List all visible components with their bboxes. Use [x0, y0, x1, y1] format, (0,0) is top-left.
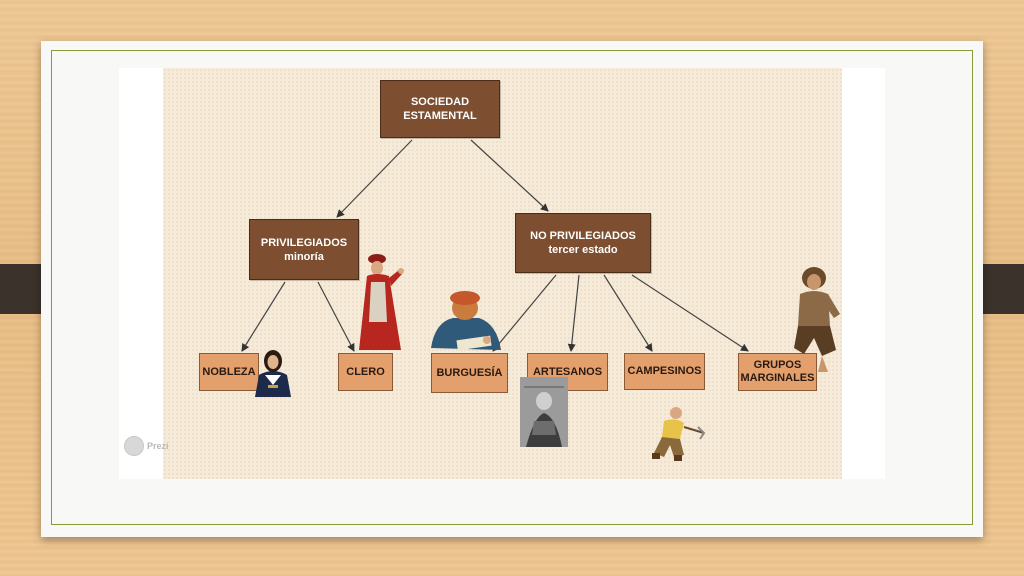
burgher-figure-illustration: [431, 291, 501, 351]
arrow-non-privileged-to-artesanos: [567, 274, 580, 352]
privileged-label-line1: PRIVILEGIADOS: [260, 236, 348, 249]
artesanos-label: ARTESANOS: [532, 365, 603, 378]
arrow-non-privileged-to-campesinos: [603, 274, 653, 352]
cardinal-figure-illustration: [359, 254, 404, 350]
root-label-line2: ESTAMENTAL: [403, 110, 477, 122]
marginal-boy-figure-illustration: [794, 267, 840, 372]
arrow-non-privileged-to-grupos: [631, 274, 749, 352]
noble-figure-illustration: [255, 350, 291, 397]
root-node-sociedad-estamental: SOCIEDAD ESTAMENTAL: [380, 80, 500, 138]
non-privileged-label-line2: tercer estado: [548, 244, 618, 256]
privileged-label-line2: minoría: [284, 250, 324, 263]
grupos-label-line1: GRUPOS: [753, 359, 802, 371]
arrow-root-to-non-privileged: [470, 139, 549, 212]
leaf-campesinos: CAMPESINOS: [624, 353, 705, 390]
grupos-label-line2: MARGINALES: [740, 372, 815, 384]
artisan-engraving-illustration: [520, 377, 568, 447]
nobleza-label: NOBLEZA: [202, 365, 256, 378]
leaf-nobleza: NOBLEZA: [199, 353, 259, 391]
leaf-grupos-marginales: GRUPOS MARGINALES: [738, 353, 817, 391]
campesinos-label: CAMPESINOS: [627, 365, 702, 377]
root-label-line1: SOCIEDAD: [410, 96, 470, 108]
prezi-watermark-label: Prezi: [147, 441, 169, 451]
peasant-figure-illustration: [652, 407, 706, 461]
prezi-watermark: Prezi: [124, 436, 169, 456]
arrow-non-privileged-to-burguesia: [492, 274, 557, 352]
leaf-clero: CLERO: [338, 353, 393, 391]
prezi-logo-icon: [124, 436, 144, 456]
slide-border: [51, 50, 973, 525]
clero-label: CLERO: [346, 365, 385, 378]
node-privilegiados: PRIVILEGIADOS minoría: [249, 219, 359, 280]
burguesia-label: BURGUESÍA: [436, 366, 503, 379]
arrow-privileged-to-clero: [317, 281, 355, 352]
arrow-privileged-to-nobleza: [241, 281, 286, 352]
non-privileged-label-line1: NO PRIVILEGIADOS: [530, 230, 636, 242]
arrow-root-to-privileged: [336, 139, 413, 218]
node-no-privilegiados: NO PRIVILEGIADOS tercer estado: [515, 213, 651, 273]
leaf-burguesia: BURGUESÍA: [431, 353, 508, 393]
